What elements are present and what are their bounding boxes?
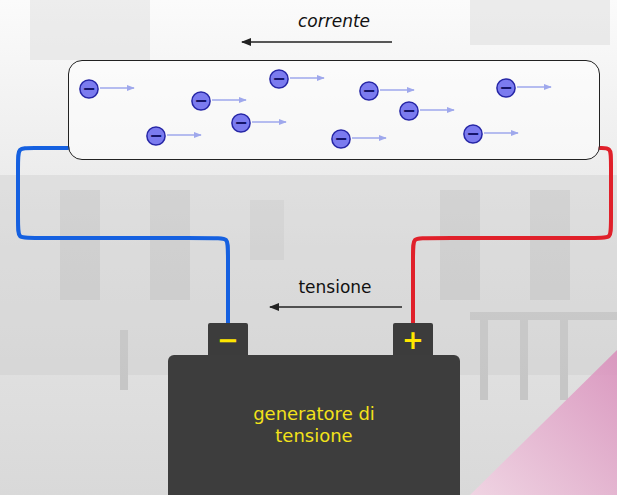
pink-band (470, 350, 617, 495)
electron-disc (332, 130, 350, 148)
facade-panel (470, 0, 610, 45)
charge-sign: − (402, 103, 415, 119)
electron-circle: − (191, 91, 211, 111)
facade-rail (470, 312, 617, 320)
electron-circle: − (463, 124, 483, 144)
facade-panel (30, 0, 150, 60)
electron-circle: − (496, 78, 516, 98)
charge-sign: − (194, 93, 207, 109)
electron-circle: − (331, 129, 351, 149)
facade-window (60, 190, 100, 300)
electron-disc (464, 125, 482, 143)
electron-disc (270, 70, 288, 88)
facade-column (120, 330, 128, 390)
charge-sign: − (149, 128, 162, 144)
electron-circle: − (146, 126, 166, 146)
current-arrow (242, 41, 392, 43)
current-label: corrente (69, 11, 599, 31)
electron-circle: − (399, 101, 419, 121)
charge-sign: − (272, 71, 285, 87)
electron-disc (147, 127, 165, 145)
facade-window (530, 190, 570, 300)
electron-disc (497, 79, 515, 97)
voltage-arrow (270, 306, 402, 308)
terminal-sign: + (402, 327, 424, 353)
connecting-wire (18, 148, 228, 323)
building-facade (0, 0, 617, 400)
voltage-label: tensione (298, 277, 371, 297)
facade-window (440, 190, 480, 300)
electron-circle: − (359, 81, 379, 101)
battery-terminal: − (208, 323, 248, 357)
electron-disc (400, 102, 418, 120)
charge-sign: − (82, 81, 95, 97)
facade-window (250, 200, 284, 260)
charge-sign: − (466, 126, 479, 142)
facade-column (520, 320, 528, 400)
charge-sign: − (499, 80, 512, 96)
conductor-box: corrente−−−−−−−−−− (68, 60, 600, 160)
electron-disc (80, 80, 98, 98)
charge-sign: − (362, 83, 375, 99)
facade-window (150, 190, 190, 300)
electron-circle: − (269, 69, 289, 89)
terminal-sign: − (217, 327, 239, 353)
charge-sign: − (334, 131, 347, 147)
battery-body: generatore di tensione (168, 355, 460, 495)
charge-sign: − (234, 115, 247, 131)
electron-circle: − (79, 79, 99, 99)
electron-disc (360, 82, 378, 100)
generator-label: generatore di tensione (249, 403, 379, 448)
battery-terminal: + (393, 323, 433, 357)
electron-disc (192, 92, 210, 110)
facade-column (480, 320, 488, 400)
connecting-wire (413, 148, 611, 323)
electron-disc (232, 114, 250, 132)
electron-circle: − (231, 113, 251, 133)
facade-column (560, 320, 568, 400)
